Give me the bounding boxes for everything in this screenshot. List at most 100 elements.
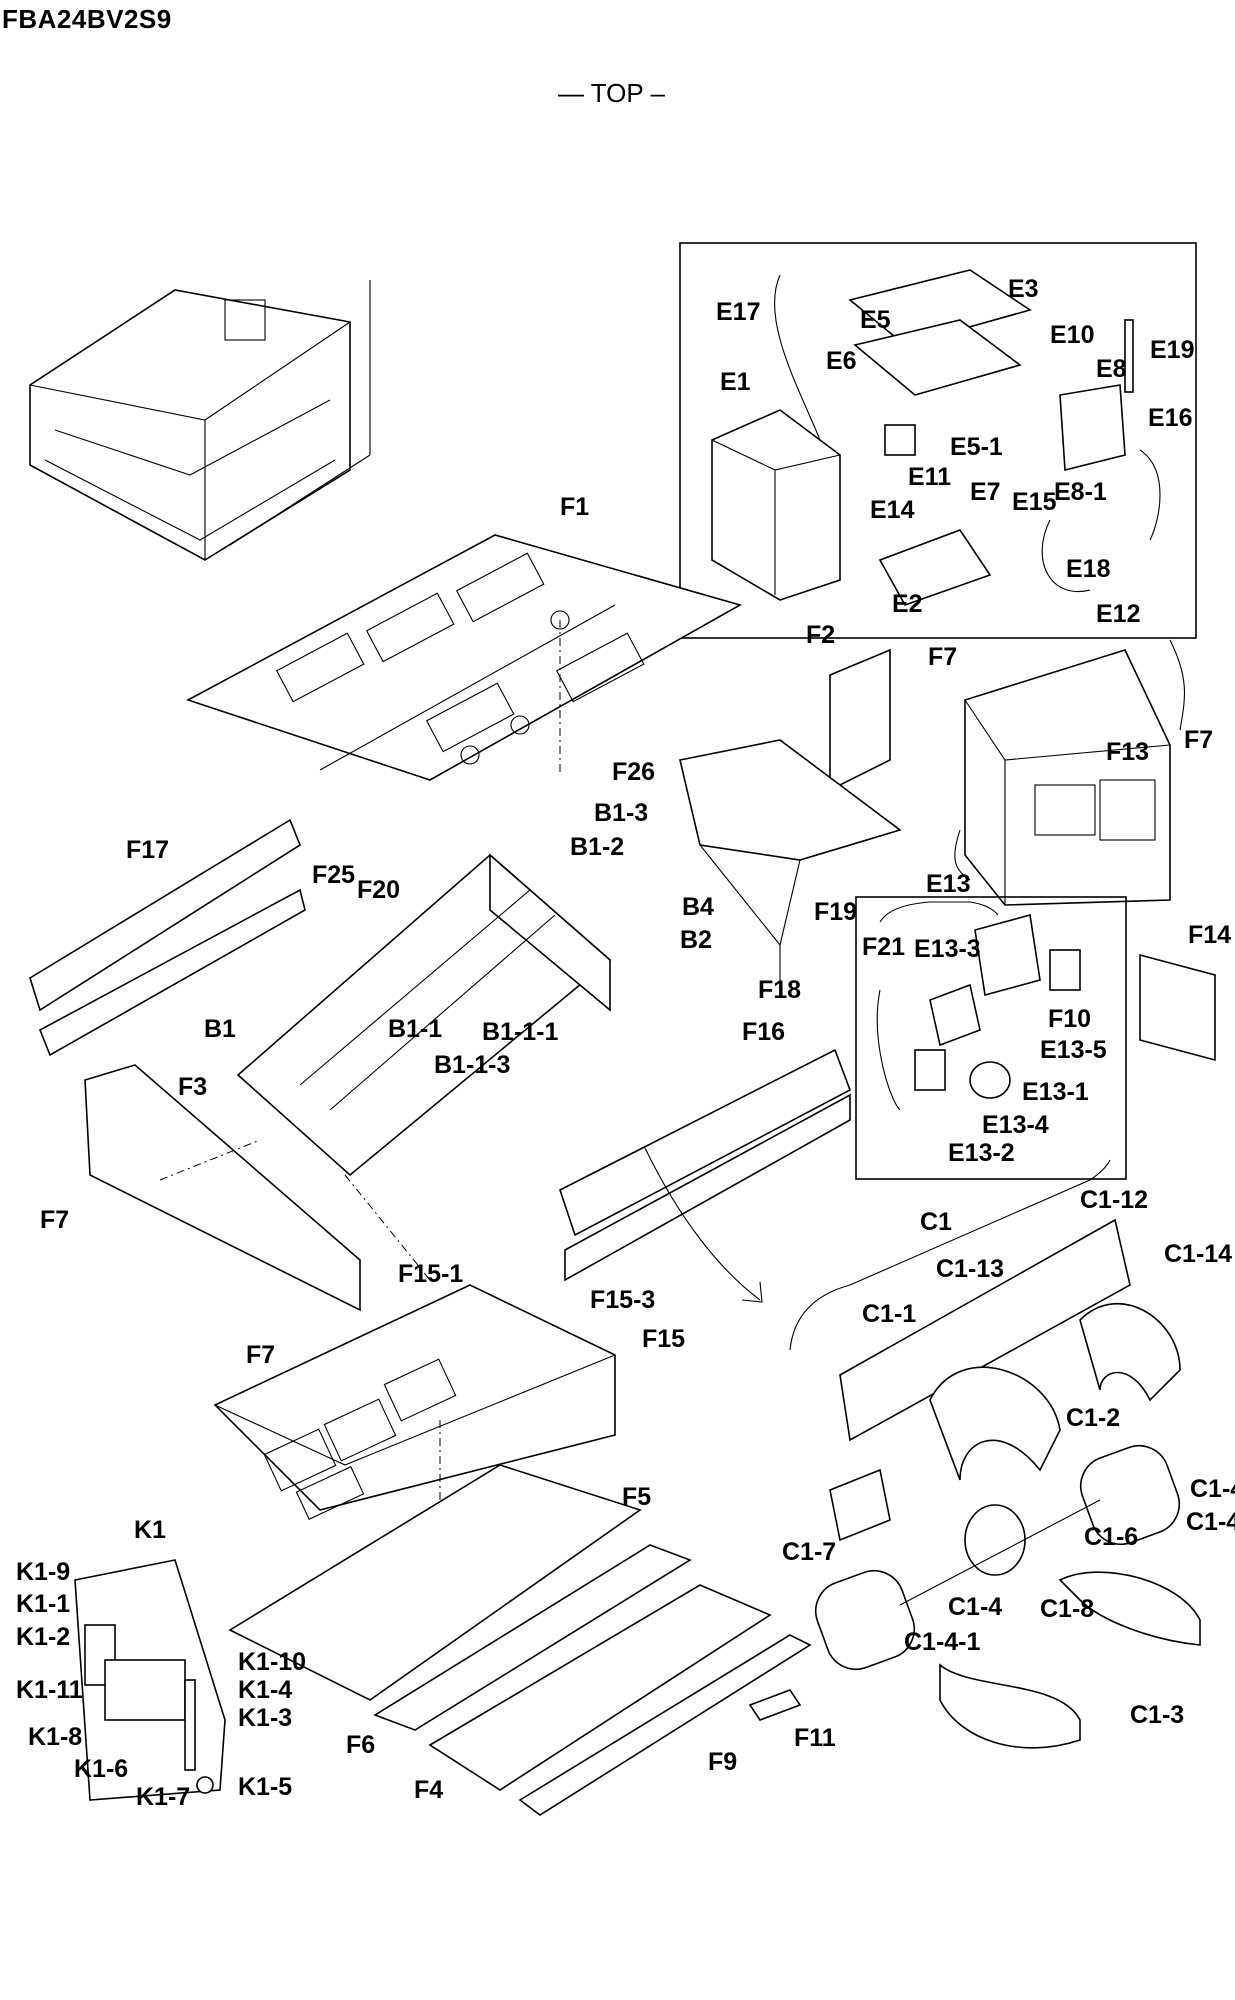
top-panel-f1 (185, 534, 743, 781)
part-label-k1-8: K1-8 (28, 1723, 82, 1751)
fan-assembly-c1 (814, 1218, 1201, 1749)
part-label-b1-2: B1-2 (570, 833, 624, 861)
part-label-e8: E8 (1096, 355, 1127, 383)
part-label-f15-1: F15-1 (398, 1260, 463, 1288)
part-label-e13-5: E13-5 (1040, 1036, 1107, 1064)
e13-inset-frame (855, 896, 1127, 1180)
part-label-f20: F20 (357, 876, 400, 904)
part-label-f6: F6 (346, 1731, 375, 1759)
part-label-e13-2: E13-2 (948, 1139, 1015, 1167)
c1-bracket (789, 1159, 1111, 1351)
side-panels (29, 818, 851, 1312)
part-label-c1-4-1b: C1-4-1 (904, 1628, 981, 1656)
part-label-k1: K1 (134, 1516, 166, 1544)
electrical-box-parts (711, 269, 1161, 606)
part-label-f14: F14 (1188, 921, 1231, 949)
part-label-e6: E6 (826, 347, 857, 375)
part-label-f7a: F7 (928, 643, 957, 671)
part-label-c1-14: C1-14 (1164, 1240, 1232, 1268)
part-label-k1-2: K1-2 (16, 1623, 70, 1651)
part-label-e12: E12 (1096, 600, 1140, 628)
part-label-b1-1-1: B1-1-1 (482, 1018, 559, 1046)
part-label-c1-7: C1-7 (782, 1538, 836, 1566)
part-label-e8-1: E8-1 (1054, 478, 1107, 506)
part-label-f15: F15 (642, 1325, 685, 1353)
part-label-e10: E10 (1050, 321, 1094, 349)
part-label-e13: E13 (926, 870, 970, 898)
part-label-c1-4b: C1-4 (948, 1593, 1002, 1621)
part-label-e13-1: E13-1 (1022, 1078, 1089, 1106)
bottom-panels (228, 1464, 812, 1816)
assembly-arrow (954, 829, 971, 881)
part-label-k1-7: K1-7 (136, 1783, 190, 1811)
part-label-f4: F4 (414, 1776, 443, 1804)
part-label-c1-6: C1-6 (1084, 1523, 1138, 1551)
part-label-c1-4-1a: C1-4-1 (1186, 1508, 1235, 1536)
unit-overview-illustration (29, 280, 371, 561)
assembly-arrow-head (741, 1281, 763, 1303)
part-label-k1-3: K1-3 (238, 1704, 292, 1732)
part-label-c1-1: C1-1 (862, 1300, 916, 1328)
part-label-k1-11: K1-11 (16, 1676, 83, 1704)
part-label-f5: F5 (622, 1483, 651, 1511)
panel-f14 (1139, 953, 1216, 1062)
part-label-b1-1: B1-1 (388, 1015, 442, 1043)
part-label-e5-1: E5-1 (950, 433, 1003, 461)
part-label-k1-1: K1-1 (16, 1590, 70, 1618)
part-label-e15: E15 (1012, 488, 1057, 516)
e13-drain-pump-parts (876, 913, 1081, 1111)
part-label-b1-3: B1-3 (594, 799, 648, 827)
part-label-b4: B4 (682, 893, 714, 921)
part-label-e17: E17 (716, 298, 760, 326)
part-label-group: F1F2F3F4F5F6F7F7F7F7F9F10F11F13F14F15F15… (16, 275, 1235, 1811)
part-label-f9: F9 (708, 1748, 737, 1776)
part-label-c1: C1 (920, 1208, 952, 1236)
part-label-e18: E18 (1066, 555, 1111, 583)
part-label-e13-3: E13-3 (914, 935, 981, 963)
part-label-f19: F19 (814, 898, 857, 926)
part-label-e13-4: E13-4 (982, 1111, 1049, 1139)
model-number: FBA24BV2S9 (2, 4, 172, 34)
heat-exchanger-coil-b1 (236, 853, 612, 1177)
side-bracket-f18-f19 (679, 739, 902, 990)
part-label-f26: F26 (612, 758, 655, 786)
part-label-f7b: F7 (1184, 726, 1213, 754)
part-label-b2: B2 (680, 926, 712, 954)
assembly-arrow (644, 1147, 761, 1301)
part-label-f21: F21 (862, 933, 905, 961)
part-label-e5: E5 (860, 306, 891, 334)
view-title-text: TOP (590, 78, 644, 108)
part-label-f16: F16 (742, 1018, 785, 1046)
part-label-e2: E2 (892, 590, 923, 618)
part-label-f15-3: F15-3 (590, 1286, 655, 1314)
part-label-c1-3: C1-3 (1130, 1701, 1184, 1729)
part-label-e7: E7 (970, 478, 1001, 506)
part-label-f7c: F7 (40, 1206, 69, 1234)
part-label-e11: E11 (908, 463, 951, 491)
part-label-c1-13: C1-13 (936, 1255, 1004, 1283)
part-label-k1-5: K1-5 (238, 1773, 292, 1801)
part-label-f10: F10 (1048, 1005, 1091, 1033)
part-label-f25: F25 (312, 861, 355, 889)
part-label-e19: E19 (1150, 336, 1194, 364)
part-label-e16: E16 (1148, 404, 1192, 432)
part-label-f18: F18 (758, 976, 801, 1004)
part-label-c1-8: C1-8 (1040, 1595, 1094, 1623)
drain-pan-f15 (213, 1284, 616, 1521)
part-label-f7d: F7 (246, 1341, 275, 1369)
part-label-f1: F1 (560, 493, 589, 521)
part-label-c1-12: C1-12 (1080, 1186, 1148, 1214)
part-label-e14: E14 (870, 496, 915, 524)
part-label-k1-10: K1-10 (238, 1648, 306, 1676)
assembly-line (344, 1174, 431, 1281)
part-label-f17: F17 (126, 836, 169, 864)
part-label-f3: F3 (178, 1073, 207, 1101)
e13-bracket (879, 901, 999, 923)
electrical-box-inset-frame (679, 242, 1197, 639)
part-label-b1-1-3: B1-1-3 (434, 1051, 510, 1079)
part-label-f2: F2 (806, 621, 835, 649)
part-label-f13: F13 (1106, 738, 1149, 766)
control-panel-k1 (74, 1559, 226, 1801)
part-label-e3: E3 (1008, 275, 1039, 303)
part-label-f11: F11 (794, 1724, 836, 1752)
